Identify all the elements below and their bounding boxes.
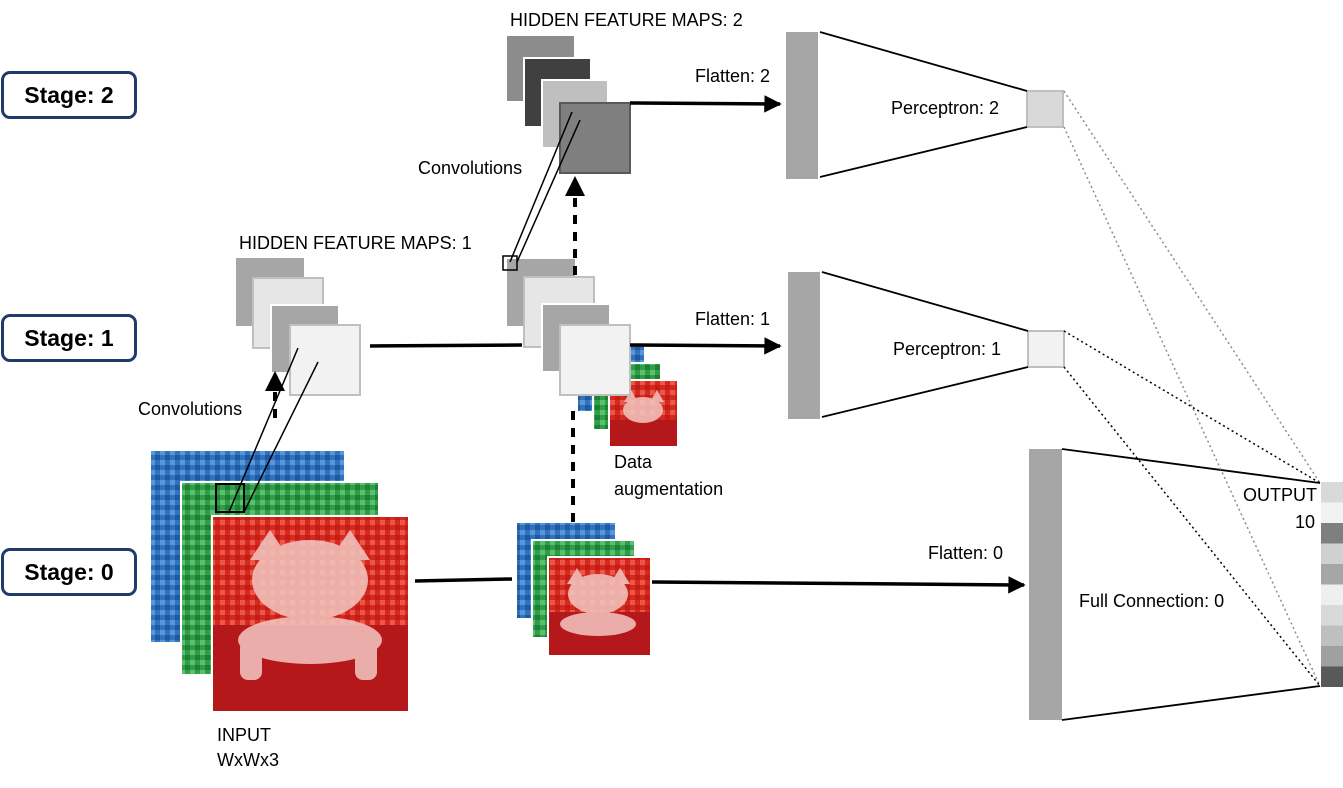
- hidden-feature-maps-2: [507, 36, 631, 174]
- augmented-image-stack-stage-0: [515, 521, 652, 657]
- data-augmentation-label-line1: Data: [614, 452, 653, 472]
- output-cell: [1321, 543, 1343, 564]
- flatten-0-label: Flatten: 0: [928, 543, 1004, 563]
- output-cell: [1321, 502, 1343, 523]
- dashed-arrows: [265, 176, 585, 522]
- flatten-bar-2: [786, 32, 818, 179]
- output-cell: [1321, 605, 1343, 626]
- flatten-bar-1: [788, 272, 820, 419]
- convolutions-top-label: Convolutions: [418, 158, 523, 178]
- stage-0-badge: Stage: 0: [1, 548, 137, 596]
- hidden-feature-maps-2-label: HIDDEN FEATURE MAPS: 2: [510, 10, 743, 30]
- output-label-line1: OUTPUT: [1243, 485, 1317, 505]
- perceptron-node-2: [1026, 90, 1064, 128]
- convolution-kernel-window-stage-1: [502, 255, 518, 271]
- flatten-2-label: Flatten: 2: [695, 66, 771, 86]
- flow-arrows: [369, 95, 1026, 594]
- stage-2-badge: Stage: 2: [1, 71, 137, 119]
- perceptron-1-label: Perceptron: 1: [893, 339, 1002, 359]
- output-connections: [1063, 90, 1321, 687]
- output-cell: [1321, 564, 1343, 585]
- hidden-feature-maps-1: [236, 258, 361, 396]
- feature-maps-stage-1-middle: [502, 255, 631, 396]
- output-cell: [1321, 646, 1343, 667]
- hidden-feature-maps-1-label: HIDDEN FEATURE MAPS: 1: [239, 233, 472, 253]
- convolution-kernel-window: [215, 483, 245, 513]
- funnel-lines: [819, 31, 1321, 721]
- perceptron-node-1: [1027, 330, 1065, 368]
- input-label-line1: INPUT: [217, 725, 271, 745]
- output-cell: [1321, 666, 1343, 687]
- flatten-bar-0: [1029, 449, 1062, 720]
- full-connection-0-label: Full Connection: 0: [1079, 591, 1225, 611]
- input-image-stack: [149, 449, 410, 713]
- cat-figure-input: [238, 530, 382, 680]
- output-vector: [1321, 482, 1343, 687]
- stage-1-badge: Stage: 1: [1, 314, 137, 362]
- output-cell: [1321, 625, 1343, 646]
- data-augmentation-label-line2: augmentation: [614, 479, 724, 499]
- output-cell: [1321, 584, 1343, 605]
- output-cell: [1321, 482, 1343, 503]
- perceptron-2-label: Perceptron: 2: [891, 98, 1000, 118]
- convolutions-bottom-label: Convolutions: [138, 399, 243, 419]
- convolution-projection-lines: [228, 111, 581, 513]
- flatten-1-label: Flatten: 1: [695, 309, 771, 329]
- output-label-line2: 10: [1295, 512, 1316, 532]
- output-cell: [1321, 523, 1343, 544]
- input-label-line2: WxWx3: [217, 750, 279, 770]
